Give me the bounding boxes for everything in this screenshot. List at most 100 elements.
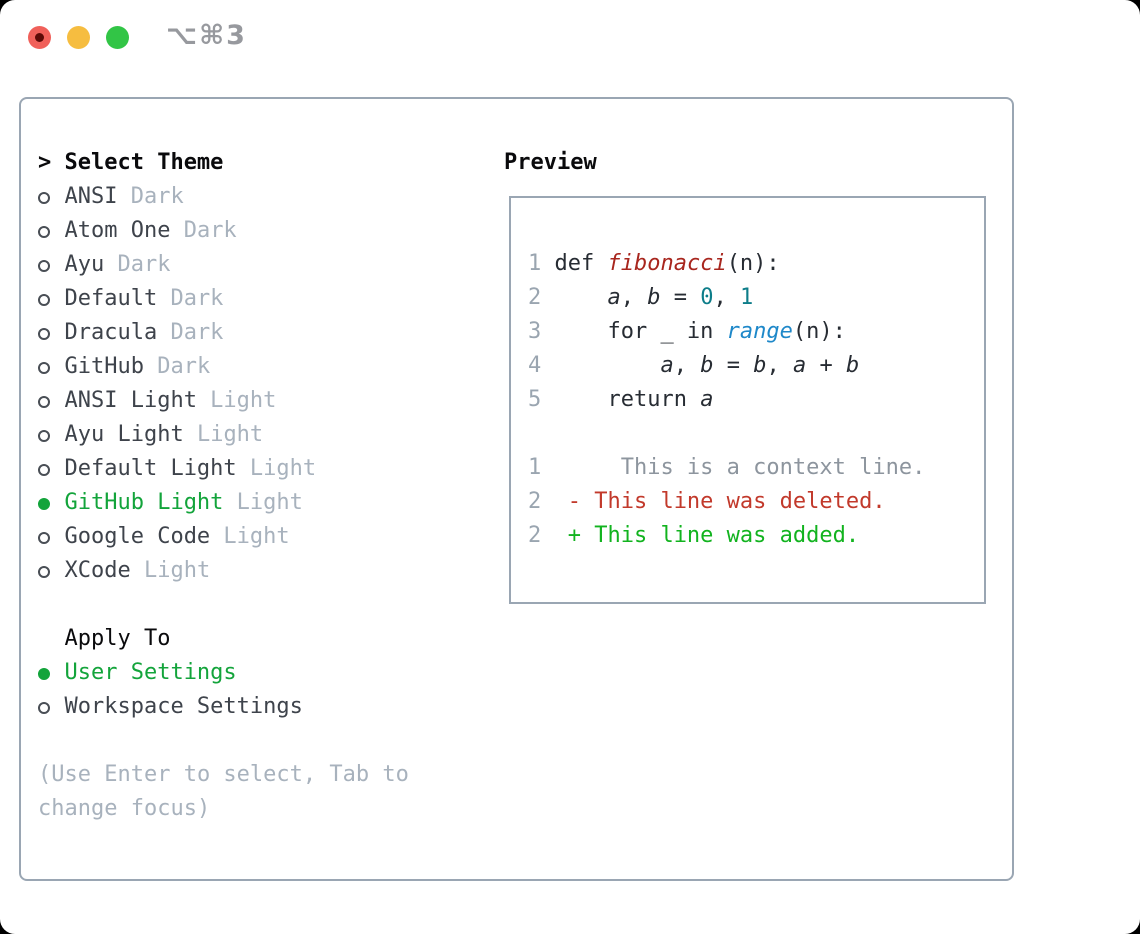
theme-option[interactable]: Default Dark <box>38 282 498 316</box>
radio-icon <box>38 214 64 248</box>
preview-line: 2 + This line was added. <box>528 519 984 553</box>
code-segment-code: + <box>806 353 846 378</box>
theme-variant-tag: Light <box>236 456 317 481</box>
code-segment-add: + This line was added. <box>554 523 860 548</box>
code-segment-code: (n): <box>792 319 846 344</box>
close-button[interactable] <box>28 26 51 49</box>
preview-line: 1 def fibonacci(n): <box>528 247 984 281</box>
theme-option[interactable]: Default Light Light <box>38 452 498 486</box>
preview-line: 5 return a <box>528 383 984 417</box>
radio-icon <box>38 520 64 554</box>
option-label: User Settings <box>64 660 237 685</box>
option-label: GitHub <box>64 354 144 379</box>
option-label: Ayu Light <box>64 422 184 447</box>
apply-to-option[interactable]: Workspace Settings <box>38 690 498 724</box>
code-segment-code <box>554 353 660 378</box>
code-segment-del: - This line was deleted. <box>554 489 886 514</box>
record-dot-icon <box>35 33 44 42</box>
code-segment-var: a <box>792 353 807 378</box>
code-segment-var: a <box>700 387 714 412</box>
line-number: 2 <box>528 285 542 310</box>
option-label: ANSI Light <box>64 388 197 413</box>
line-number: 5 <box>528 387 542 412</box>
theme-variant-tag: Light <box>130 558 211 583</box>
hint-text-line-2: change focus) <box>38 796 211 821</box>
theme-variant-tag: Light <box>210 524 290 549</box>
preview-line: 4 a, b = b, a + b <box>528 349 984 383</box>
line-number: 4 <box>528 353 542 378</box>
option-label: Dracula <box>64 320 158 345</box>
apply-to-option[interactable]: User Settings <box>38 656 498 690</box>
code-segment-num: 1 <box>739 285 754 310</box>
prompt-caret-icon: > <box>38 150 52 175</box>
code-segment-var: b <box>700 353 714 378</box>
code-segment-code: , <box>673 353 701 378</box>
radio-icon <box>38 248 64 282</box>
theme-option[interactable]: ANSI Dark <box>38 180 498 214</box>
code-segment-var: b <box>845 353 860 378</box>
preview-line <box>528 213 984 247</box>
radio-selected-icon <box>38 656 64 690</box>
option-label: GitHub Light <box>64 490 224 515</box>
option-label: Atom One <box>64 218 171 243</box>
theme-variant-tag: Dark <box>143 354 211 379</box>
theme-option[interactable]: Atom One Dark <box>38 214 498 248</box>
radio-icon <box>38 690 64 724</box>
line-number: 2 <box>528 489 542 514</box>
apply-to-header: Apply To <box>38 622 498 656</box>
theme-option[interactable]: ANSI Light Light <box>38 384 498 418</box>
theme-option[interactable]: GitHub Light Light <box>38 486 498 520</box>
zoom-button[interactable] <box>106 26 129 49</box>
hint-text-line-1: (Use Enter to select, Tab to <box>38 762 409 787</box>
spacer <box>38 588 498 622</box>
radio-icon <box>38 350 64 384</box>
titlebar: ⌥⌘3 <box>0 0 1140 75</box>
option-label: Ayu <box>64 252 105 277</box>
spacer <box>38 724 498 758</box>
code-segment-code: , <box>766 353 793 378</box>
theme-variant-tag: Light <box>183 422 264 447</box>
code-segment-code: , <box>713 285 740 310</box>
radio-icon <box>38 554 64 588</box>
code-segment-fn: fibonacci <box>607 251 727 276</box>
theme-variant-tag: Dark <box>170 218 237 243</box>
line-number: 1 <box>528 251 542 276</box>
code-segment-code: , <box>620 285 648 310</box>
code-segment-code: = <box>713 353 754 378</box>
radio-icon <box>38 282 64 316</box>
preview-line: 2 a, b = 0, 1 <box>528 281 984 315</box>
window-title: ⌥⌘3 <box>166 20 247 51</box>
radio-selected-icon <box>38 486 64 520</box>
theme-option[interactable]: Ayu Light Light <box>38 418 498 452</box>
select-theme-header: >Select Theme <box>38 146 498 180</box>
theme-variant-tag: Dark <box>157 286 224 311</box>
theme-option[interactable]: XCode Light <box>38 554 498 588</box>
theme-option[interactable]: Dracula Dark <box>38 316 498 350</box>
code-segment-ctx: This is a context line. <box>554 455 926 480</box>
theme-variant-tag: Light <box>196 388 277 413</box>
theme-option[interactable]: Ayu Dark <box>38 248 498 282</box>
theme-variant-tag: Dark <box>157 320 224 345</box>
preview-header: Preview <box>504 150 597 175</box>
preview-line <box>528 553 984 587</box>
code-segment-var: b <box>753 353 767 378</box>
preview-line <box>528 417 984 451</box>
minimize-button[interactable] <box>67 26 90 49</box>
option-label: XCode <box>64 558 131 583</box>
code-segment-code: (n): <box>726 251 780 276</box>
preview-line: 1 This is a context line. <box>528 451 984 485</box>
radio-icon <box>38 418 64 452</box>
code-segment-code: def <box>554 251 608 276</box>
option-label: Default Light <box>64 456 237 481</box>
line-number: 2 <box>528 523 542 548</box>
code-segment-code: = <box>660 285 701 310</box>
option-label: Google Code <box>64 524 211 549</box>
theme-option[interactable]: Google Code Light <box>38 520 498 554</box>
theme-option[interactable]: GitHub Dark <box>38 350 498 384</box>
option-label: ANSI <box>64 184 118 209</box>
radio-icon <box>38 180 64 214</box>
